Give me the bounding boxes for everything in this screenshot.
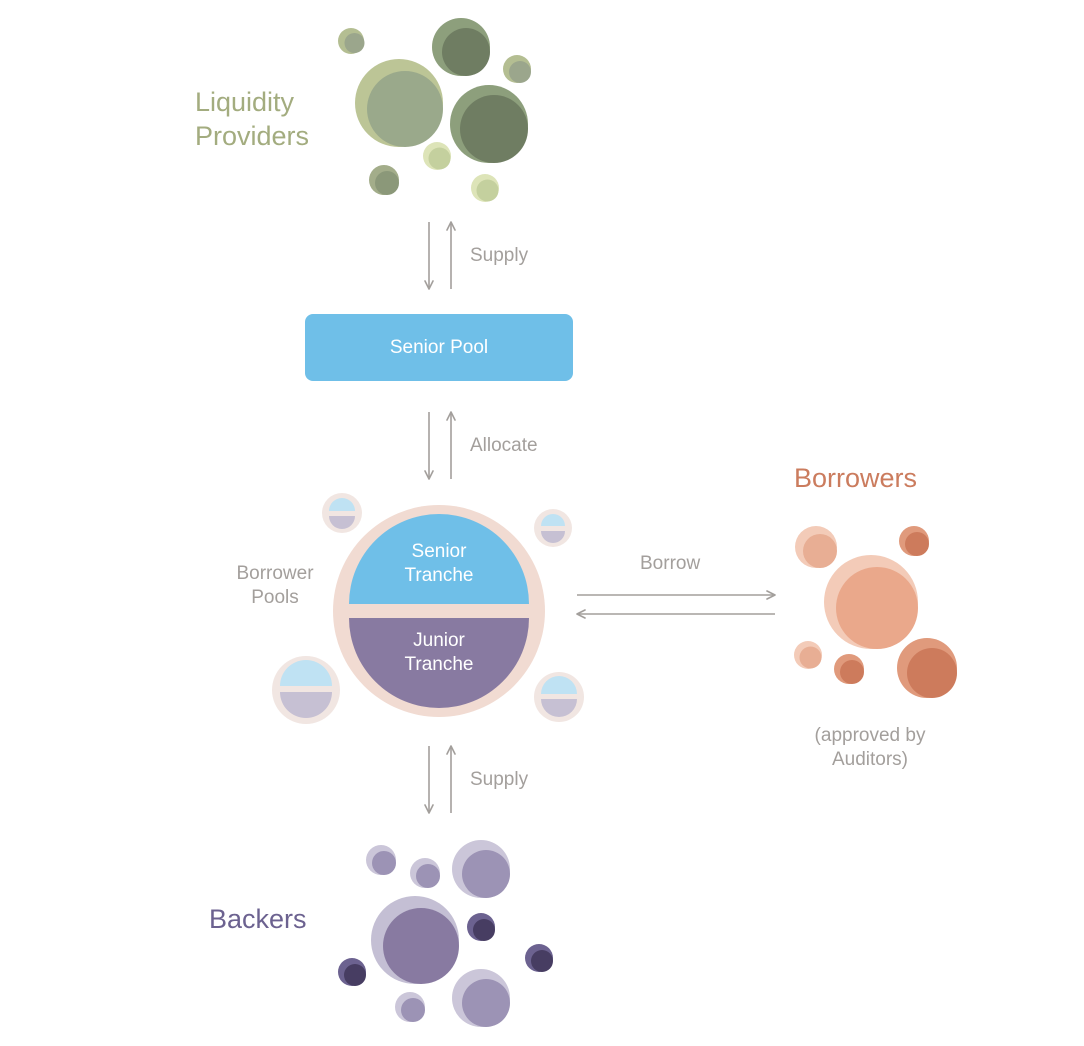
allocate-label: Allocate	[470, 435, 538, 456]
lp-bubble	[369, 165, 399, 195]
borrowers-note: (approved by Auditors)	[814, 725, 926, 770]
borrower-bubble	[795, 526, 837, 568]
backer-bubble	[410, 858, 440, 888]
borrower-pool-main	[333, 505, 545, 717]
lp-bubble	[471, 174, 499, 202]
lp-bubble	[450, 85, 528, 163]
borrower-pool-small	[272, 656, 340, 724]
junior-tranche-label: Junior Tranche	[404, 630, 474, 675]
senior-tranche-label: Senior Tranche	[404, 541, 474, 586]
senior-tranche-shape	[349, 514, 529, 604]
borrower-bubble	[834, 654, 864, 684]
backers-title: Backers	[209, 904, 307, 934]
borrowers-title: Borrowers	[794, 463, 918, 493]
backer-bubble	[452, 969, 510, 1027]
borrow-label: Borrow	[640, 553, 701, 574]
borrower-pools-title: Borrower Pools	[236, 563, 314, 608]
backer-bubbles	[338, 840, 553, 1027]
borrower-pool-small	[534, 672, 584, 722]
lp-bubble	[503, 55, 531, 83]
backer-bubble	[467, 913, 495, 941]
borrower-bubble	[897, 638, 957, 698]
backer-bubble	[338, 958, 366, 986]
borrower-bubble	[794, 641, 822, 669]
backer-bubble	[371, 896, 459, 984]
borrower-pool-small	[534, 509, 572, 547]
backer-bubble	[525, 944, 553, 972]
senior-pool-box: Senior Pool	[305, 314, 573, 381]
lp-bubble	[423, 142, 451, 170]
supply-label-bottom: Supply	[470, 769, 529, 790]
liquidity-provider-bubbles	[338, 18, 531, 202]
supply-arrows-bottom	[424, 745, 456, 814]
senior-pool-label: Senior Pool	[389, 336, 489, 358]
backer-bubble	[395, 992, 425, 1022]
allocate-arrows	[424, 411, 456, 480]
liquidity-providers-title: Liquidity Providers	[195, 87, 310, 151]
lp-bubble	[432, 18, 490, 76]
junior-tranche-shape	[349, 618, 529, 708]
borrower-pool-small	[322, 493, 362, 533]
borrower-bubble	[824, 555, 918, 649]
supply-arrows-top	[424, 221, 456, 290]
borrow-arrows	[576, 590, 776, 619]
backer-bubble	[452, 840, 510, 898]
lp-bubble	[355, 59, 443, 147]
backer-bubble	[366, 845, 396, 875]
borrower-bubbles	[794, 526, 957, 698]
supply-label-top: Supply	[470, 245, 529, 266]
borrower-bubble	[899, 526, 929, 556]
lp-bubble	[338, 28, 365, 54]
